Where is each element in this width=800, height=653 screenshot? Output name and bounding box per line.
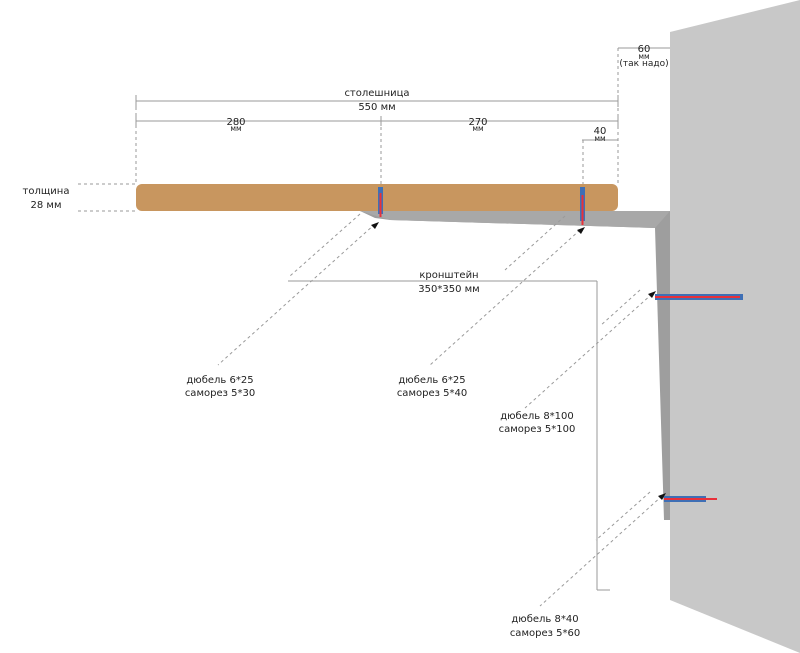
right-span-unit: мм [472,124,483,133]
left-span-unit: мм [230,124,241,133]
fastener-wall-top [655,294,743,300]
fastener-1-line2: саморез 5*30 [185,388,255,399]
thickness-value: 28 мм [31,200,62,211]
countertop-title: столешница [344,88,409,99]
countertop-value: 550 мм [358,102,395,113]
fastener-2-line2: саморез 5*40 [397,388,467,399]
arrow-2 [577,227,585,234]
bracket-title: кронштейн [419,270,478,281]
bracket [360,211,670,520]
fastener-4-line2: саморез 5*60 [510,628,580,639]
inset-unit: мм [594,134,605,143]
fastener-1-line1: дюбель 6*25 [186,375,253,386]
arrow-3 [648,291,656,298]
fastener-2-line1: дюбель 6*25 [398,375,465,386]
fastener-wall-bottom [664,496,717,502]
fastener-top-left [378,187,383,217]
arrow-1 [371,222,379,229]
fastener-3-line1: дюбель 8*100 [500,411,574,422]
fastener-top-right [580,187,585,225]
right-span-value: 270 [468,117,487,128]
thickness-title: толщина [23,186,70,197]
arrow-4 [658,493,666,500]
fastener-3-line2: саморез 5*100 [499,424,576,435]
wall-gap-value: 60 [638,44,651,55]
left-span-value: 280 [226,117,245,128]
dimension-lines [78,47,670,591]
arrowheads [371,222,666,500]
inset-value: 40 [594,126,607,137]
wall-gap-note: (так надо) [619,59,668,69]
bracket-size: 350*350 мм [418,284,479,295]
bracket-top-face [360,211,670,228]
wall [670,0,800,653]
countertop [136,184,618,211]
wall-gap-unit: мм [638,52,649,61]
leader-lines [217,213,663,607]
fastener-4-line1: дюбель 8*40 [511,614,578,625]
